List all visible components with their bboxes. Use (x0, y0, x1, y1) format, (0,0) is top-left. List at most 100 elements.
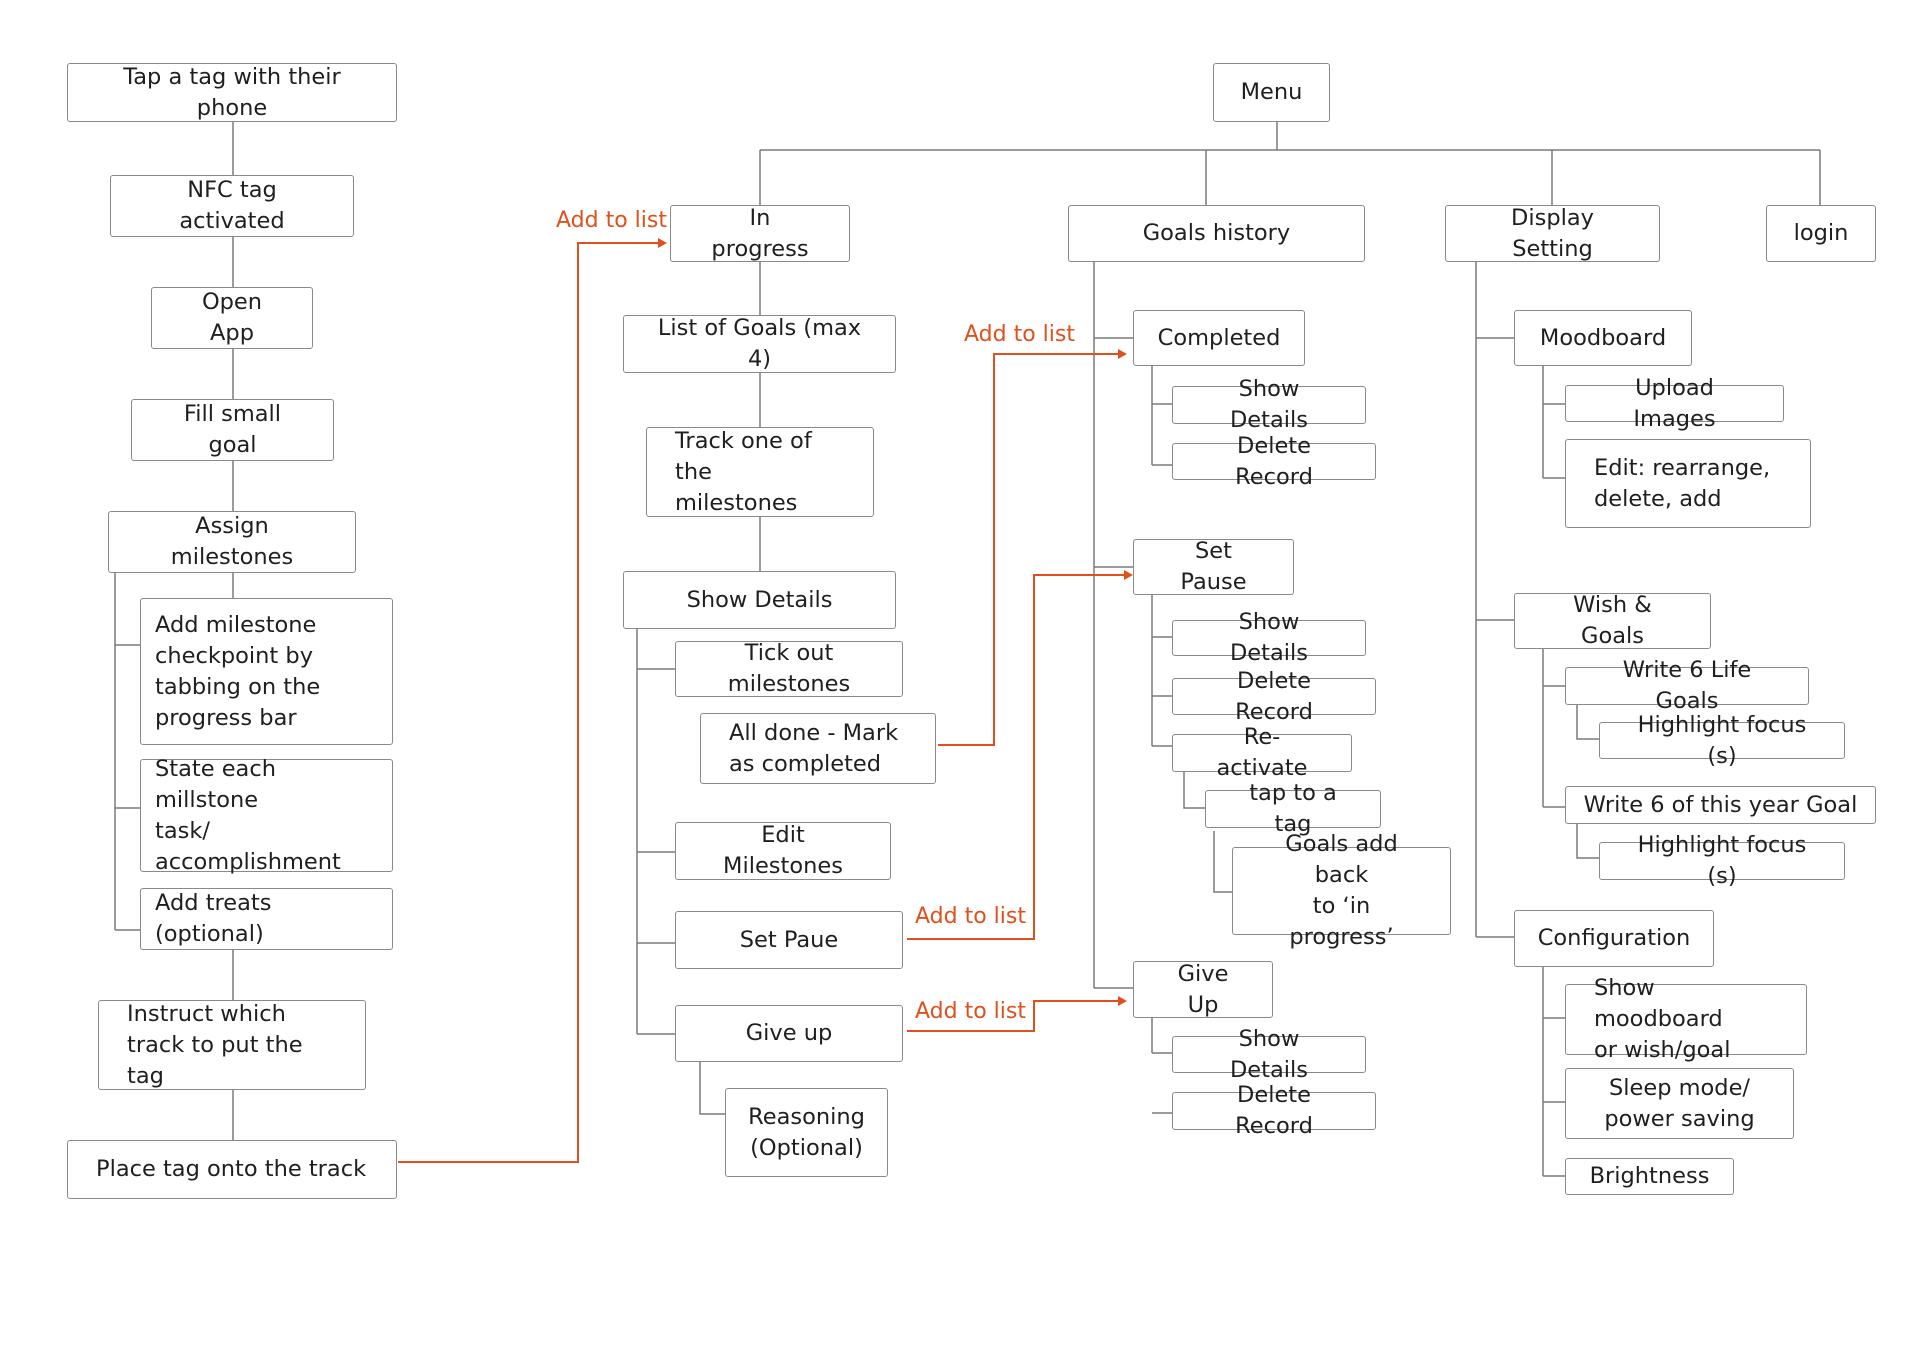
add-to-list-label-completed: Add to list (964, 322, 1075, 347)
giveup-delete-box[interactable]: Delete Record (1172, 1082, 1376, 1139)
set-paue-box[interactable]: Set Paue (675, 911, 903, 969)
pause-delete-box[interactable]: Delete Record (1172, 668, 1376, 725)
arrow-to-completed (938, 353, 1120, 746)
menu-box[interactable]: Menu (1213, 63, 1330, 122)
arrowhead-in-progress (658, 238, 667, 248)
completed-text: Completed (1157, 324, 1281, 351)
year-goal-branch (1576, 823, 1599, 859)
pause-show-details-text: Show Details (1229, 609, 1308, 666)
give-up-branch (699, 1062, 725, 1115)
highlight-focus-2-text: Highlight focus (s) (1637, 832, 1807, 889)
add-checkpoint-text: Add milestone checkpoint by tabbing on t… (155, 611, 321, 731)
menu-text: Menu (1240, 79, 1303, 105)
assign-milestones-box[interactable]: Assign milestones (108, 511, 356, 573)
set-pause-box[interactable]: Set Pause (1133, 538, 1294, 595)
goals-history-spine (1093, 262, 1133, 989)
tap-tag-box[interactable]: Tap a tag with their phone (67, 63, 397, 122)
instruct-track-box[interactable]: Instruct which track to put the tag (98, 1000, 366, 1090)
completed-show-details-text: Show Details (1229, 376, 1308, 433)
life-goals-branch (1576, 702, 1599, 740)
state-task-box[interactable]: State each millstone task/ accomplishmen… (140, 756, 393, 875)
track-milestone-text: Track one of the milestones (675, 427, 812, 516)
display-setting-box[interactable]: Display Setting (1445, 205, 1660, 262)
all-done-box[interactable]: All done - Mark as completed (700, 713, 936, 784)
state-task-text: State each millstone task/ accomplishmen… (155, 755, 341, 875)
highlight-focus-1-box[interactable]: Highlight focus (s) (1599, 712, 1845, 769)
completed-box[interactable]: Completed (1133, 310, 1305, 366)
login-text: login (1793, 220, 1849, 246)
in-progress-box[interactable]: In progress (670, 205, 850, 262)
wish-goals-text: Wish & Goals (1573, 592, 1652, 649)
completed-delete-text: Delete Record (1235, 432, 1313, 490)
place-tag-text: Place tag onto the track (96, 1156, 367, 1182)
fill-goal-text: Fill small goal (183, 401, 282, 458)
instruct-track-text: Instruct which track to put the tag (127, 1000, 303, 1089)
sleep-mode-box[interactable]: Sleep mode/ power saving (1565, 1068, 1794, 1139)
arrow-to-set-pause (907, 574, 1127, 940)
highlight-focus-2-box[interactable]: Highlight focus (s) (1599, 832, 1845, 889)
show-details-branch (636, 629, 675, 1035)
brightness-text: Brightness (1589, 1163, 1710, 1189)
giveup-show-details-box[interactable]: Show Details (1172, 1026, 1366, 1083)
all-done-text: All done - Mark as completed (729, 719, 899, 777)
pause-show-details-box[interactable]: Show Details (1172, 609, 1366, 666)
edit-milestones-box[interactable]: Edit Milestones (675, 822, 891, 880)
arrowhead-completed (1118, 349, 1127, 359)
configuration-text: Configuration (1537, 925, 1691, 951)
nfc-activated-box[interactable]: NFC tag activated (110, 175, 354, 237)
highlight-focus-1-text: Highlight focus (s) (1637, 711, 1807, 769)
nfc-activated-text: NFC tag activated (179, 177, 285, 234)
list-goals-box[interactable]: List of Goals (max 4) (623, 315, 896, 373)
arrowhead-set-pause (1124, 570, 1133, 580)
wish-goals-box[interactable]: Wish & Goals (1514, 592, 1711, 649)
moodboard-box[interactable]: Moodboard (1514, 310, 1692, 366)
give-up-box[interactable]: Give up (675, 1005, 903, 1062)
write-life-goals-box[interactable]: Write 6 Life Goals (1565, 657, 1809, 714)
give-up-history-branch (1151, 1018, 1172, 1114)
tick-out-box[interactable]: Tick out milestones (675, 640, 903, 697)
give-up-history-text: Give Up (1177, 960, 1229, 1018)
edit-rearrange-text: Edit: rearrange, delete, add (1594, 454, 1771, 512)
add-treats-box[interactable]: Add treats (optional) (140, 888, 393, 950)
set-paue-text: Set Paue (739, 926, 839, 953)
in-progress-text: In progress (711, 204, 809, 262)
add-treats-text: Add treats (optional) (155, 890, 272, 947)
show-moodboard-box[interactable]: Show moodboard or wish/goal (1565, 975, 1807, 1063)
login-box[interactable]: login (1766, 205, 1876, 262)
reasoning-text: Reasoning (Optional) (748, 1103, 865, 1161)
edit-rearrange-box[interactable]: Edit: rearrange, delete, add (1565, 439, 1811, 528)
goals-history-box[interactable]: Goals history (1068, 205, 1365, 262)
wish-goals-branch (1542, 646, 1565, 808)
show-details-box[interactable]: Show Details (623, 571, 896, 629)
completed-show-details-box[interactable]: Show Details (1172, 376, 1366, 433)
brightness-box[interactable]: Brightness (1565, 1158, 1734, 1195)
arrowhead-give-up (1118, 996, 1127, 1006)
add-to-list-label-give-up: Add to list (915, 999, 1026, 1024)
giveup-show-details-text: Show Details (1229, 1025, 1308, 1083)
edit-milestones-text: Edit Milestones (723, 822, 843, 879)
give-up-history-box[interactable]: Give Up (1133, 961, 1273, 1018)
upload-images-box[interactable]: Upload Images (1565, 375, 1784, 432)
upload-images-text: Upload Images (1633, 374, 1716, 432)
open-app-box[interactable]: Open App (151, 287, 313, 349)
reactivate-branch (1183, 772, 1205, 809)
add-checkpoint-box[interactable]: Add milestone checkpoint by tabbing on t… (140, 598, 393, 745)
place-tag-box[interactable]: Place tag onto the track (67, 1140, 397, 1199)
tick-out-text: Tick out milestones (727, 640, 851, 697)
reactivate-box[interactable]: Re-activate (1172, 724, 1352, 781)
sleep-mode-text: Sleep mode/ power saving (1604, 1074, 1755, 1132)
configuration-box[interactable]: Configuration (1514, 910, 1714, 967)
configuration-branch (1542, 967, 1565, 1177)
write-year-goal-box[interactable]: Write 6 of this year Goal (1565, 786, 1876, 824)
completed-delete-box[interactable]: Delete Record (1172, 433, 1376, 490)
reasoning-box[interactable]: Reasoning (Optional) (725, 1088, 888, 1177)
tap-to-tag-box[interactable]: tap to a tag (1205, 780, 1381, 837)
moodboard-branch (1542, 366, 1565, 479)
goals-back-box[interactable]: Goals add back to ‘in progress’ (1232, 831, 1451, 950)
write-life-goals-text: Write 6 Life Goals (1622, 657, 1752, 714)
fill-goal-box[interactable]: Fill small goal (131, 399, 334, 461)
assign-milestones-text: Assign milestones (170, 513, 294, 570)
track-milestone-box[interactable]: Track one of the milestones (646, 427, 874, 517)
